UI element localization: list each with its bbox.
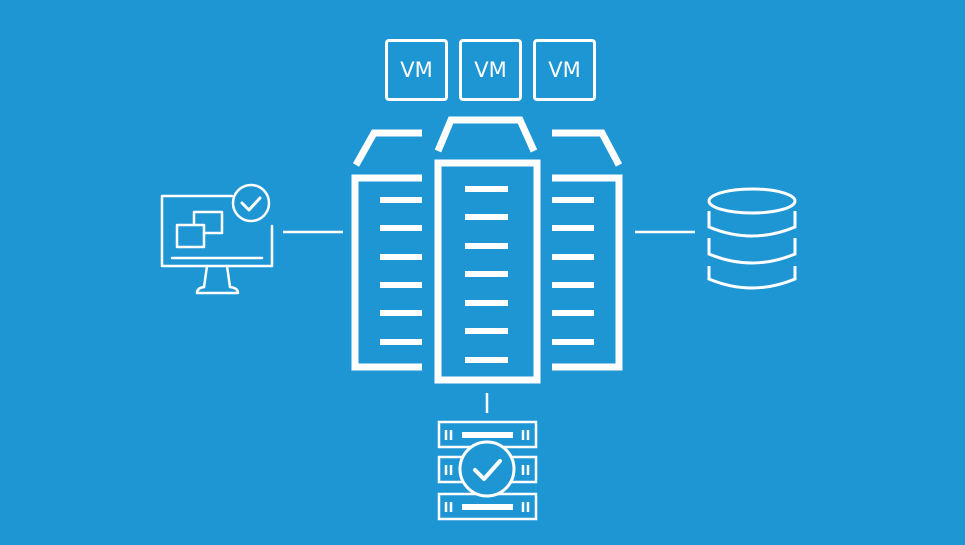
vm-box-1: VM [385,39,448,101]
vm-label: VM [400,58,433,82]
vm-box-3: VM [533,39,596,101]
vm-label: VM [548,58,581,82]
vm-box-2: VM [459,39,522,101]
vm-label: VM [474,58,507,82]
server-towers-icon [351,116,623,384]
database-cylinder-icon [707,187,797,290]
monitor-with-windows-check-icon [160,183,274,295]
rack-server-check-icon [437,420,538,521]
